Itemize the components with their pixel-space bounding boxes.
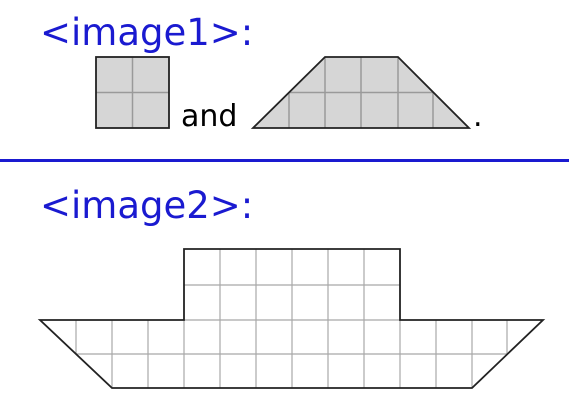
composite-figure <box>37 248 546 389</box>
square-tile <box>95 56 170 129</box>
section-divider <box>0 159 569 162</box>
period-mark: . <box>473 99 483 134</box>
and-text: and <box>181 99 238 134</box>
trapezoid-tile <box>250 56 472 129</box>
image2-label: <image2>: <box>40 184 254 227</box>
image1-label: <image1>: <box>40 11 254 54</box>
